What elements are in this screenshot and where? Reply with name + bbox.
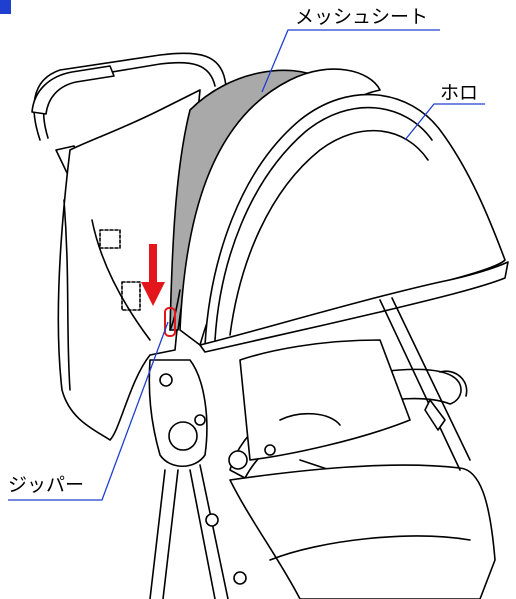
leader-line-mesh	[261, 29, 440, 93]
down-arrow-icon	[141, 244, 165, 306]
leader-line-zipper	[8, 321, 169, 501]
side-hinge	[148, 359, 208, 468]
seat-back	[57, 89, 201, 441]
zipper-line	[169, 289, 181, 331]
leader-line-canopy	[404, 103, 485, 141]
canopy-visor	[199, 261, 509, 353]
rear-leg	[189, 469, 216, 599]
mesh-sheet-label: メッシュシート	[295, 6, 429, 28]
seat-cushion	[239, 339, 411, 461]
front-leg	[149, 469, 166, 599]
zipper-highlight	[164, 307, 176, 337]
footrest	[229, 464, 496, 599]
zipper-label: ジッパー	[8, 474, 85, 496]
corner-marker	[0, 0, 11, 14]
canopy-label: ホロ	[440, 82, 479, 104]
handle-grip	[31, 65, 115, 115]
